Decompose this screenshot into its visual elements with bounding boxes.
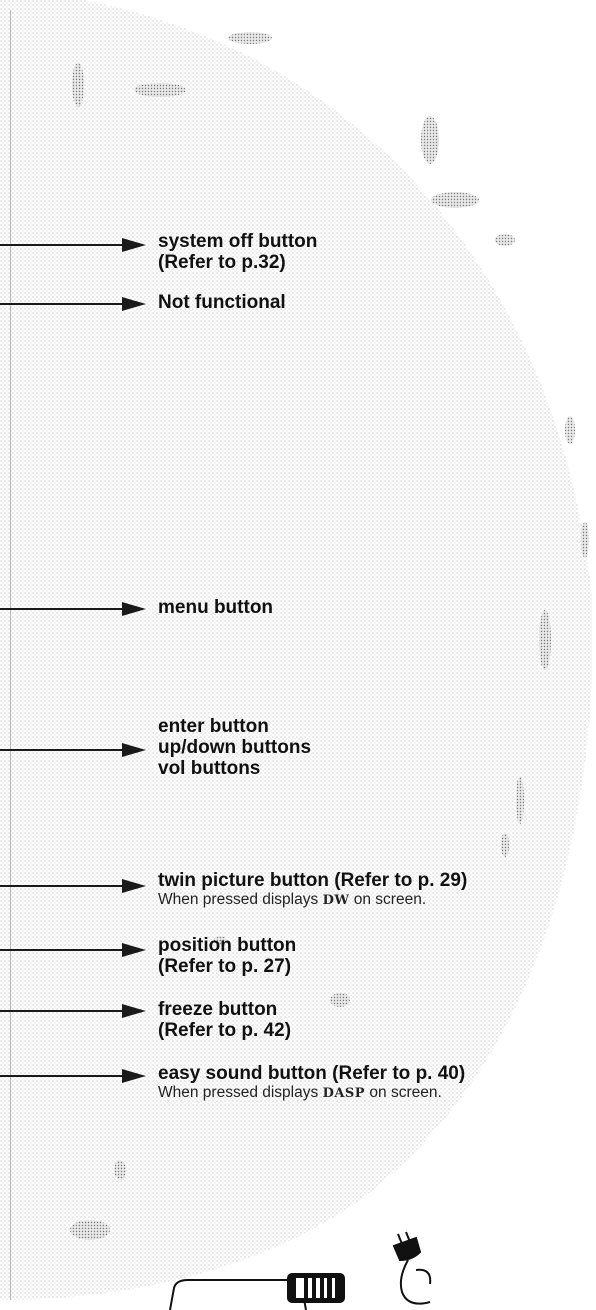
left-margin-rule	[10, 10, 11, 1300]
position-title: position button	[158, 935, 296, 956]
label-twin-picture: twin picture button (Refer to p. 29) Whe…	[158, 870, 467, 910]
position-ref: (Refer to p. 27)	[158, 956, 296, 977]
arrow-not-functional	[0, 297, 148, 311]
twin-picture-note: When pressed displays DW on screen.	[158, 891, 467, 910]
twin-picture-title: twin picture button (Refer to p. 29)	[158, 870, 467, 891]
label-not-functional: Not functional	[158, 292, 286, 313]
not-functional-title: Not functional	[158, 292, 286, 313]
label-enter: enter button up/down buttons vol buttons	[158, 716, 311, 779]
remote-control-icon	[170, 1274, 344, 1310]
label-position: position button (Refer to p. 27)	[158, 935, 296, 977]
dasp-code: DASP	[323, 1086, 366, 1101]
arrow-freeze	[0, 1004, 148, 1018]
label-menu: menu button	[158, 597, 273, 618]
label-system-off: system off button (Refer to p.32)	[158, 231, 317, 273]
menu-title: menu button	[158, 597, 273, 618]
easy-sound-note: When pressed displays DASP on screen.	[158, 1084, 465, 1103]
arrow-enter	[0, 743, 148, 757]
system-off-title: system off button	[158, 231, 317, 252]
up-down-title: up/down buttons	[158, 737, 311, 758]
arrow-system-off	[0, 238, 148, 252]
freeze-ref: (Refer to p. 42)	[158, 1020, 291, 1041]
arrow-easy-sound	[0, 1069, 148, 1083]
label-easy-sound: easy sound button (Refer to p. 40) When …	[158, 1063, 465, 1103]
vol-title: vol buttons	[158, 758, 311, 779]
arrow-twin-picture	[0, 879, 148, 893]
label-freeze: freeze button (Refer to p. 42)	[158, 999, 291, 1041]
easy-sound-title: easy sound button (Refer to p. 40)	[158, 1063, 465, 1084]
system-off-ref: (Refer to p.32)	[158, 252, 317, 273]
bottom-illustrations	[140, 1230, 440, 1310]
arrow-menu	[0, 602, 148, 616]
arrow-position	[0, 943, 148, 957]
enter-title: enter button	[158, 716, 311, 737]
freeze-title: freeze button	[158, 999, 291, 1020]
dw-code: DW	[323, 893, 350, 908]
power-plug-icon	[394, 1232, 430, 1304]
